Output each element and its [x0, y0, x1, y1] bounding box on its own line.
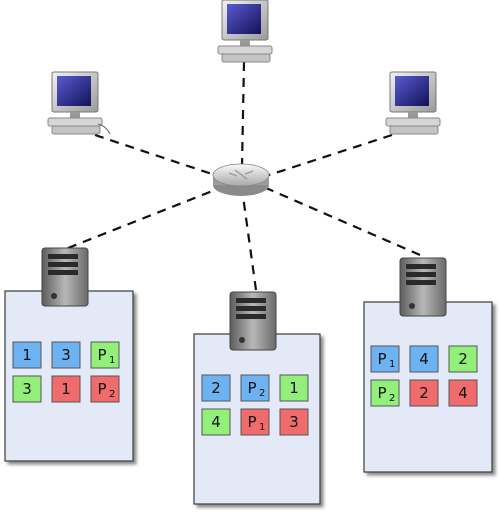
server-tower-icon: [41, 247, 89, 307]
link-server-middle: [241, 195, 258, 291]
data-block-label: 3: [61, 346, 71, 364]
data-block-label: 1: [61, 380, 71, 398]
data-block-rect: [279, 408, 309, 436]
data-block-rect: [90, 341, 120, 369]
data-block: 3: [279, 408, 309, 436]
data-block-label: 4: [211, 413, 221, 431]
server-tower-icon: [229, 291, 277, 351]
data-block-label: 3: [289, 413, 299, 431]
data-block: 2: [201, 374, 231, 402]
desktop-computer-icon: [47, 71, 111, 135]
data-block-rect: [12, 375, 42, 403]
data-block-label: 1: [22, 346, 32, 364]
data-block-rect: [448, 379, 478, 407]
data-block-rect: [90, 375, 120, 403]
data-block-subscript: 2: [389, 393, 395, 404]
data-block-rect: [240, 374, 270, 402]
data-block: 4: [448, 379, 478, 407]
link-client-top: [240, 61, 246, 167]
data-block-subscript: 1: [109, 355, 115, 366]
data-block-label: P: [377, 384, 386, 402]
data-block: 1: [279, 374, 309, 402]
data-block-subscript: 2: [259, 388, 265, 399]
link-server-right: [265, 186, 421, 257]
data-block: 1: [51, 375, 81, 403]
data-block-rect: [409, 345, 439, 373]
data-block: 3: [51, 341, 81, 369]
data-block-label: P: [377, 350, 386, 368]
data-block: 4: [201, 408, 231, 436]
data-block-rect: [51, 375, 81, 403]
data-block-label: P: [247, 379, 256, 397]
data-block-label: 4: [419, 350, 429, 368]
data-block-rect: [240, 408, 270, 436]
data-block-label: P: [97, 380, 106, 398]
data-block-label: 2: [419, 384, 429, 402]
desktop-computer-icon: [217, 0, 273, 63]
data-block: 1: [12, 341, 42, 369]
data-block-label: 4: [458, 384, 468, 402]
link-client-right: [265, 133, 393, 178]
data-block-rect: [370, 345, 400, 373]
data-block: 2: [448, 345, 478, 373]
data-block-rect: [201, 374, 231, 402]
data-block-label: P: [247, 413, 256, 431]
data-block-rect: [409, 379, 439, 407]
data-block: 3: [12, 375, 42, 403]
data-block-rect: [279, 374, 309, 402]
data-block: 4: [409, 345, 439, 373]
data-block-label: P: [97, 346, 106, 364]
data-block-rect: [370, 379, 400, 407]
data-block-rect: [12, 341, 42, 369]
data-block-rect: [448, 345, 478, 373]
server-tower-icon: [399, 257, 447, 317]
network-router-icon: [212, 163, 270, 196]
data-block-label: 2: [458, 350, 468, 368]
data-block-subscript: 1: [259, 422, 265, 433]
data-block-label: 3: [22, 380, 32, 398]
data-block-label: 2: [211, 379, 221, 397]
desktop-computer-icon: [385, 71, 441, 135]
network-links: [67, 61, 421, 291]
link-server-left: [67, 186, 221, 250]
data-block-label: 1: [289, 379, 299, 397]
data-block-rect: [201, 408, 231, 436]
data-block: 2: [409, 379, 439, 407]
data-block-subscript: 2: [109, 389, 115, 400]
data-block-rect: [51, 341, 81, 369]
link-client-left: [94, 133, 219, 178]
data-block-subscript: 1: [389, 359, 395, 370]
